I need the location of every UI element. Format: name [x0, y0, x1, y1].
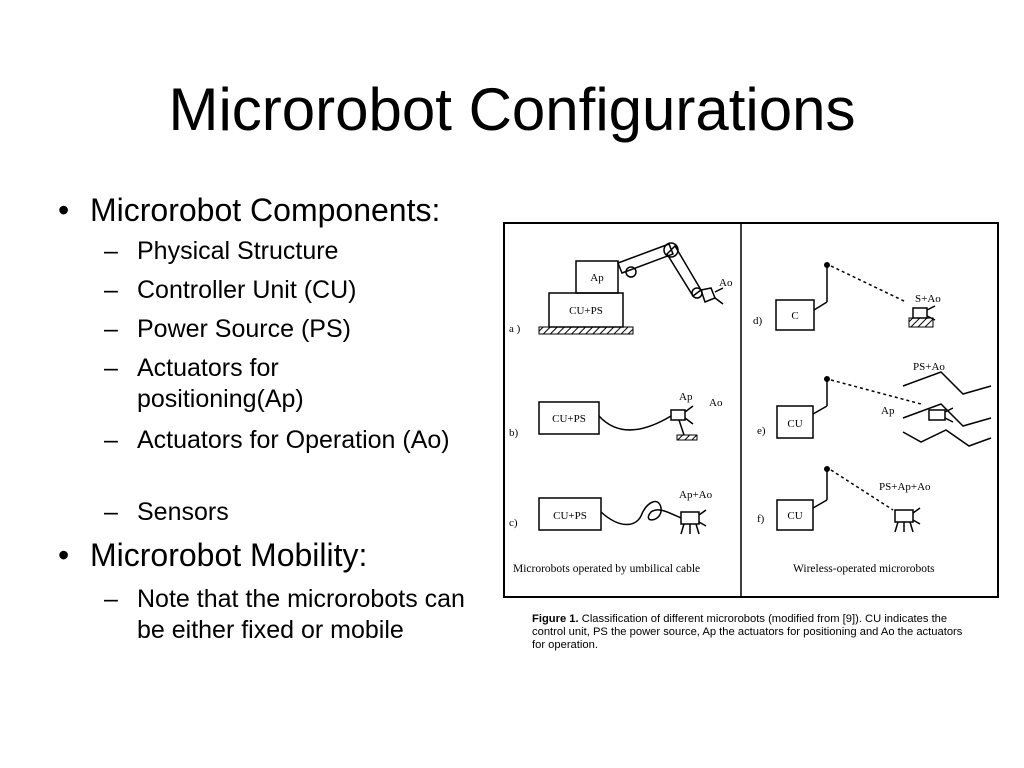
svg-text:C: C: [791, 310, 798, 322]
svg-text:e): e): [757, 425, 766, 437]
subitem-text: Sensors: [137, 498, 229, 526]
svg-text:CU+PS: CU+PS: [552, 413, 586, 425]
panel-e-diagram: e) CU PS+Ao Ap: [757, 361, 992, 447]
caption-text: Classification of different microrobots …: [532, 613, 963, 651]
subitem-text: Actuators for positioning(Ap): [137, 354, 304, 413]
svg-text:Ap+Ao: Ap+Ao: [679, 489, 713, 501]
figure-frame: [503, 222, 999, 598]
svg-text:CU+PS: CU+PS: [553, 510, 587, 522]
svg-text:d): d): [753, 315, 763, 327]
subitem-text: Physical Structure: [137, 237, 339, 265]
svg-text:Ap: Ap: [881, 405, 895, 417]
bullet-dot: •: [58, 537, 70, 573]
svg-text:CU: CU: [787, 510, 802, 522]
panel-f-diagram: f) CU PS+Ap+Ao: [757, 466, 931, 533]
subitem-text: Controller Unit (CU): [137, 276, 357, 304]
subitem-text: Actuators for Operation (Ao): [137, 426, 450, 454]
panel-b-diagram: b) CU+PS Ap Ao: [509, 391, 723, 441]
svg-text:CU+PS: CU+PS: [569, 305, 603, 317]
svg-text:CU: CU: [787, 418, 802, 430]
slide-title: Microrobot Configurations: [168, 76, 856, 143]
subitem-text: Note that the microrobots can be either …: [137, 585, 465, 644]
microrobot-classification-figure: a ) CU+PS Ap Ao b) CU+PS Ap Ao c) CU+PS: [503, 222, 999, 598]
svg-text:Ao: Ao: [709, 397, 723, 409]
svg-text:Ap: Ap: [679, 391, 693, 403]
svg-text:f): f): [757, 513, 765, 525]
svg-text:Ao: Ao: [719, 277, 733, 289]
svg-text:S+Ao: S+Ao: [915, 293, 941, 305]
svg-text:PS+Ao: PS+Ao: [913, 361, 945, 373]
subitem-text: Power Source (PS): [137, 315, 351, 343]
caption-label: Figure 1.: [532, 613, 579, 625]
svg-text:c): c): [509, 517, 518, 529]
bullet-text: Microrobot Mobility:: [90, 537, 368, 573]
svg-text:Ap: Ap: [590, 272, 604, 284]
left-footer-label: Microrobots operated by umbilical cable: [513, 563, 700, 575]
svg-text:a ): a ): [509, 323, 521, 335]
figure-caption: Figure 1. Classification of different mi…: [532, 613, 972, 652]
panel-c-diagram: c) CU+PS Ap+Ao: [509, 489, 713, 535]
panel-d-diagram: d) C S+Ao: [753, 262, 941, 331]
svg-text:PS+Ap+Ao: PS+Ap+Ao: [879, 481, 931, 493]
bullet-dot: •: [58, 192, 70, 228]
svg-text:b): b): [509, 427, 519, 439]
right-footer-label: Wireless-operated microrobots: [793, 563, 935, 575]
panel-a-diagram: a ) CU+PS Ap Ao: [509, 242, 733, 335]
bullet-text: Microrobot Components:: [90, 192, 441, 228]
